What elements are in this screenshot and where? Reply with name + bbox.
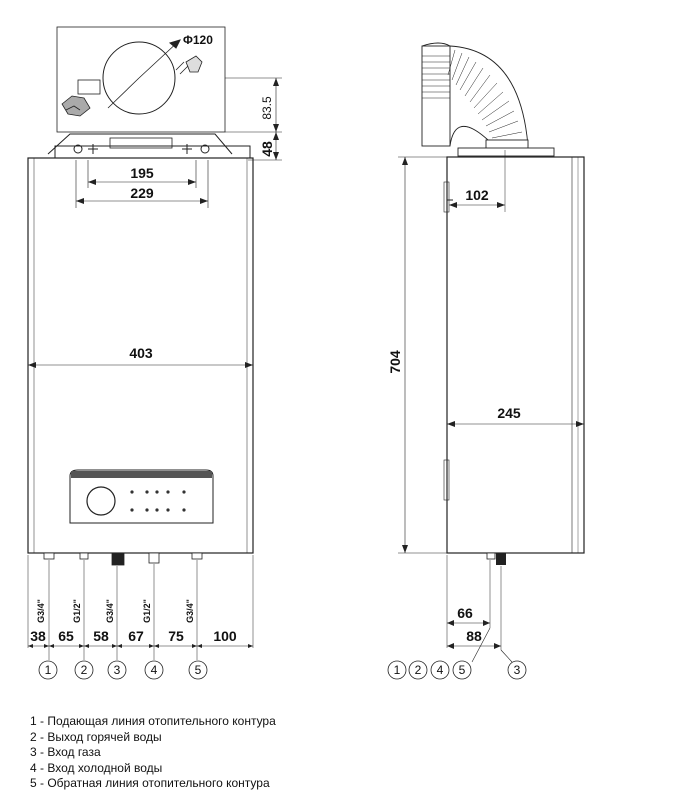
connection-number-3: 3 (114, 663, 121, 677)
legend-item-1: 1 - Подающая линия отопительного контура (30, 714, 276, 728)
side-connection-number-3: 3 (514, 663, 521, 677)
legend-item-3: 3 - Вход газа (30, 745, 101, 759)
side-connection-number-5: 5 (459, 663, 466, 677)
pipe-size-5: G3/4" (185, 599, 195, 623)
front-view-labels: Φ120 83.5 48 195 229 403 G3/4" G1/2" G3/… (30, 33, 275, 677)
connection-number-1: 1 (45, 663, 52, 677)
legend-item-4: 4 - Вход холодной воды (30, 760, 163, 775)
side-depth-label: 245 (497, 405, 521, 421)
bottom-dim-1: 38 (30, 628, 46, 644)
side-height-label: 704 (387, 350, 403, 374)
control-knob (86, 486, 116, 516)
flue-circle (102, 41, 176, 115)
bracket-height-label: 48 (259, 141, 275, 157)
pipe-offset-a-label: 66 (457, 605, 473, 621)
connection-number-2: 2 (81, 663, 88, 677)
bottom-dim-3: 58 (93, 628, 109, 644)
hand-icon (61, 79, 101, 117)
side-view (387, 42, 585, 680)
pipe-size-1: G3/4" (36, 599, 46, 623)
boiler-front-body (27, 157, 254, 554)
pipe-offset-b-label: 88 (466, 628, 482, 644)
front-view (27, 26, 282, 680)
bottom-dim-6: 100 (213, 628, 237, 644)
legend-item-5: 5 - Обратная линия отопительного контура (30, 776, 270, 790)
bracket-hole-spacing-label: 195 (130, 165, 154, 181)
bottom-dim-2: 65 (58, 628, 74, 644)
pipe-size-2: G1/2" (72, 599, 82, 623)
flue-box (56, 26, 226, 133)
flue-diameter-label: Φ120 (183, 33, 213, 47)
side-connection-number-4: 4 (437, 663, 444, 677)
legend-item-2: 2 - Выход горячей воды (30, 729, 162, 744)
bottom-dim-4: 67 (128, 628, 144, 644)
flue-axis-height-label: 83.5 (260, 96, 274, 120)
boiler-side-body (446, 156, 585, 554)
mounting-bracket (47, 133, 233, 155)
flue-elbow (421, 42, 555, 157)
pipe-size-4: G1/2" (142, 599, 152, 623)
side-connection-number-1: 1 (394, 663, 401, 677)
bottom-pipes (43, 552, 203, 566)
connection-legend: 1 - Подающая линия отопительного контура… (30, 714, 670, 792)
wrench-icon (175, 55, 203, 75)
connection-number-4: 4 (151, 663, 158, 677)
technical-drawing: Φ120 83.5 48 195 229 403 G3/4" G1/2" G3/… (27, 26, 585, 680)
bottom-dim-5: 75 (168, 628, 184, 644)
bracket-width-label: 229 (130, 185, 154, 201)
connection-number-5: 5 (195, 663, 202, 677)
flue-offset-label: 102 (465, 187, 489, 203)
panel-indicators (130, 490, 186, 512)
side-connection-number-2: 2 (415, 663, 422, 677)
side-view-labels: 704 102 245 66 88 1 2 4 5 3 (387, 187, 521, 677)
pipe-size-3: G3/4" (105, 599, 115, 623)
front-width-label: 403 (129, 345, 153, 361)
